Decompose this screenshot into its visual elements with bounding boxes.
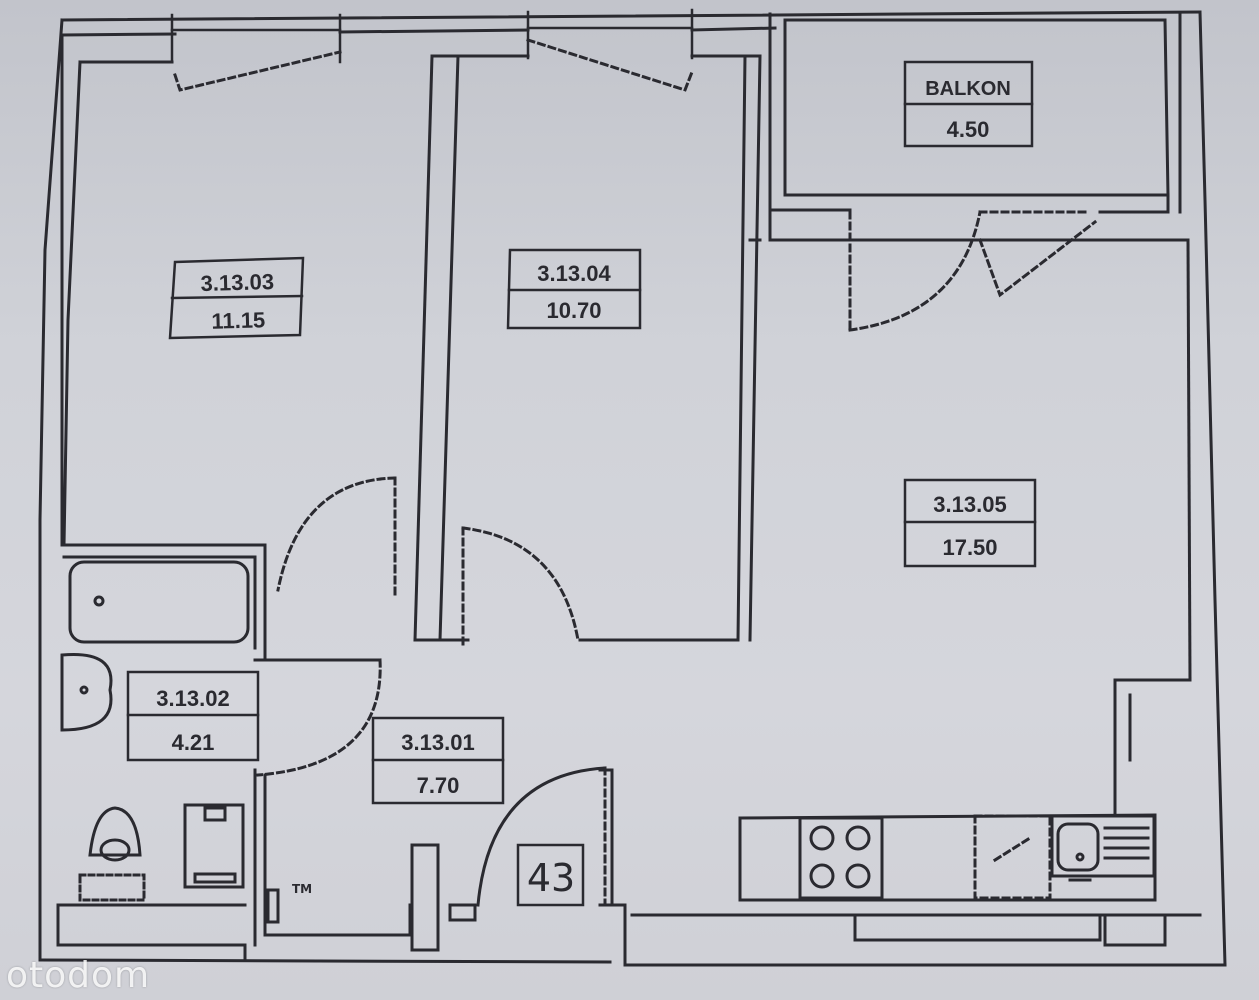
exterior-walls (38, 10, 1227, 967)
room-label: 3.13.05 17.50 (933, 492, 1006, 560)
balcony-walls (768, 12, 1190, 242)
room-area: 4.50 (947, 117, 990, 142)
room-area: 7.70 (417, 773, 460, 798)
room-label: 3.13.01 7.70 (401, 730, 474, 798)
room-id: 3.13.04 (537, 261, 611, 286)
room-label: 3.13.02 4.21 (156, 686, 229, 755)
room-id: 3.13.05 (933, 492, 1006, 517)
room-labels: 3.13.03 11.15 3.13.04 10.70 BALKON 4.50 3.13.0… (156, 78, 1010, 798)
bathtub (68, 560, 250, 644)
cooktop (798, 816, 884, 900)
washbasin (60, 652, 113, 732)
dishwasher (973, 814, 1052, 900)
watermark: otodom (6, 955, 151, 996)
doors (173, 38, 1098, 777)
room-id: 3.13.01 (401, 730, 474, 755)
tm-label: TM (292, 882, 312, 896)
room-id: 3.13.03 (200, 269, 274, 296)
room-area: 11.15 (211, 307, 265, 333)
room-area: 10.70 (546, 298, 601, 323)
toilet (78, 806, 146, 902)
room-id: 3.13.02 (156, 686, 229, 711)
windows (170, 8, 694, 64)
apartment-number: 43 (527, 856, 575, 900)
room-label: BALKON 4.50 (925, 78, 1011, 142)
kitchen-counter (738, 678, 1192, 902)
room-label: 3.13.03 11.15 (200, 269, 274, 334)
room-area: 4.21 (172, 730, 215, 755)
entrance-door (476, 766, 607, 907)
label-frames (126, 60, 1037, 907)
interior-walls (56, 54, 1202, 967)
tm-box (266, 888, 280, 924)
kitchen-sink (1050, 814, 1156, 882)
room-id: BALKON (925, 78, 1011, 100)
room-area: 17.50 (942, 535, 997, 560)
room-label: 3.13.04 10.70 (537, 261, 611, 323)
boiler (183, 803, 245, 889)
